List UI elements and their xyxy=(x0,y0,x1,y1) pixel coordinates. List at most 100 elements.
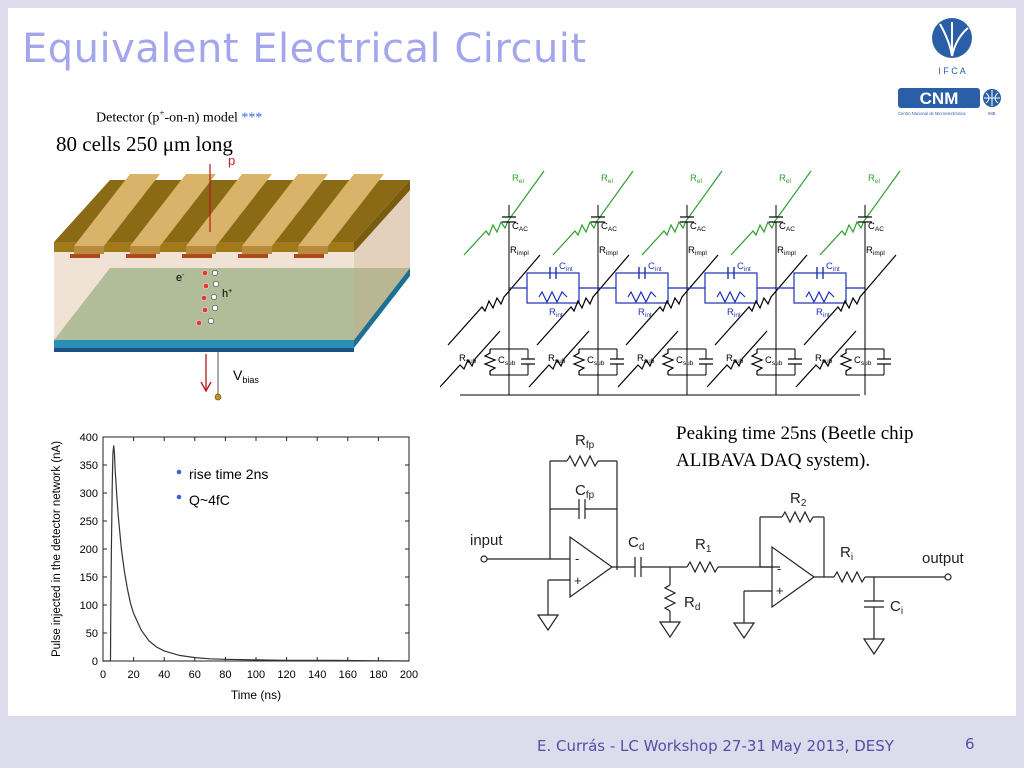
r-impl-line xyxy=(803,254,897,346)
interstrip-box xyxy=(704,272,758,304)
opamp-1-minus: - xyxy=(575,551,579,566)
circuit-label-sub: AC xyxy=(786,226,795,233)
r-el-line xyxy=(819,170,901,256)
r1-sub: 1 xyxy=(706,544,712,555)
circuit-label-sub: el xyxy=(875,178,881,185)
rd-resistor xyxy=(663,584,677,612)
circuit-label-sub: el xyxy=(519,178,525,185)
circuit-label-main: C xyxy=(826,261,833,272)
circuit-label: CAC xyxy=(512,221,528,233)
circuit-label: Rel xyxy=(868,173,880,185)
hole-charges xyxy=(208,270,220,325)
circuit-label-sub: int xyxy=(744,266,751,273)
ground-1 xyxy=(536,614,560,632)
y-tick-label: 100 xyxy=(80,600,98,612)
opamp-2-plus: + xyxy=(776,583,784,598)
circuit-label-sub: sub xyxy=(861,360,872,367)
cnm-logo-box xyxy=(898,88,980,108)
strip xyxy=(186,174,272,246)
substrate-line xyxy=(528,330,590,388)
implant-marks xyxy=(70,254,324,258)
y-tick-label: 0 xyxy=(92,656,98,668)
circuit-label: Cint xyxy=(559,261,573,273)
opamp-1 xyxy=(569,535,614,599)
opamp-2 xyxy=(771,545,816,609)
current-arrow-head xyxy=(200,381,212,393)
circuit-label: Rel xyxy=(512,173,524,185)
y-tick-label: 400 xyxy=(80,432,98,444)
circuit-label: Rint xyxy=(638,307,652,319)
y-tick-label: 300 xyxy=(80,488,98,500)
bias-terminal xyxy=(214,393,222,401)
strip xyxy=(298,174,384,246)
circuit-label: Rint xyxy=(727,307,741,319)
electron xyxy=(202,270,208,276)
y-tick-label: 350 xyxy=(80,460,98,472)
hole xyxy=(213,281,220,288)
circuit-label-main: R xyxy=(510,245,517,256)
y-axis-label: Pulse injected in the detector network (… xyxy=(51,441,63,657)
rint-resistor xyxy=(538,290,568,304)
implant xyxy=(126,254,156,258)
circuit-label-main: C xyxy=(737,261,744,272)
circuit-label: CAC xyxy=(601,221,617,233)
peaking-line-1: Peaking time 25ns (Beetle chip xyxy=(676,423,914,444)
caption-stars-link[interactable]: *** xyxy=(241,110,263,126)
circuit-label-sub: AC xyxy=(519,226,528,233)
circuit-label-sub: el xyxy=(608,178,614,185)
electron-charges xyxy=(196,270,209,326)
input-label: input xyxy=(470,532,503,549)
rint-resistor xyxy=(627,290,657,304)
r-sub-resistor xyxy=(839,349,853,375)
circuit-label: Rsub xyxy=(459,353,477,365)
circuit-label: Csub xyxy=(587,355,605,367)
ifca-logo-text: I F C A xyxy=(938,66,966,76)
readout-strips xyxy=(74,174,384,254)
circuit-label: Rimpl xyxy=(688,245,707,257)
chart-legend: rise time 2ns Q~4fC xyxy=(176,466,268,508)
label-vbias: Vbias xyxy=(233,367,259,385)
circuit-label: Csub xyxy=(676,355,694,367)
substrate-front-blue xyxy=(54,340,354,348)
implant xyxy=(294,254,324,258)
r-el-line xyxy=(552,170,634,256)
r-sub-resistor xyxy=(483,349,497,375)
electron xyxy=(196,320,202,326)
r-el-line xyxy=(730,170,812,256)
hole xyxy=(208,318,215,325)
circuit-label: CAC xyxy=(779,221,795,233)
r2-label: R2 xyxy=(790,490,807,509)
circuit-label-sub: int xyxy=(833,266,840,273)
rfp-label: Rfp xyxy=(575,432,595,451)
circuit-label-sub: sub xyxy=(822,358,833,365)
interstrip-box xyxy=(793,272,847,304)
circuit-label-sub: impl xyxy=(784,250,796,257)
peaking-line-2: ALIBAVA DAQ system). xyxy=(676,450,871,471)
circuit-label-sub: impl xyxy=(873,250,885,257)
circuit-label-main: C xyxy=(676,355,683,366)
circuit-label-main: C xyxy=(559,261,566,272)
r2-text: R xyxy=(790,490,801,507)
interstrip-box xyxy=(615,272,669,304)
circuit-label-sub: int xyxy=(566,266,573,273)
x-tick-label: 160 xyxy=(339,669,357,681)
circuit-label-main: R xyxy=(868,173,875,184)
label-hole: h+ xyxy=(222,288,232,300)
ifca-logo: I F C A xyxy=(932,18,972,76)
ground-2 xyxy=(658,621,682,639)
circuit-label-sub: impl xyxy=(695,250,707,257)
circuit-label-main: C xyxy=(690,221,697,232)
x-tick-label: 100 xyxy=(247,669,265,681)
cfp-label: Cfp xyxy=(575,482,595,501)
rfp-text: R xyxy=(575,432,586,449)
circuit-label-main: C xyxy=(587,355,594,366)
x-tick-label: 120 xyxy=(277,669,295,681)
ri-sub: i xyxy=(851,552,853,563)
cnm-logo-text: CNM xyxy=(920,89,959,108)
circuit-label-main: R xyxy=(777,245,784,256)
circuit-label-main: C xyxy=(512,221,519,232)
circuit-label: Rint xyxy=(816,307,830,319)
r-impl-line xyxy=(625,254,719,346)
bulk-side xyxy=(354,180,410,340)
